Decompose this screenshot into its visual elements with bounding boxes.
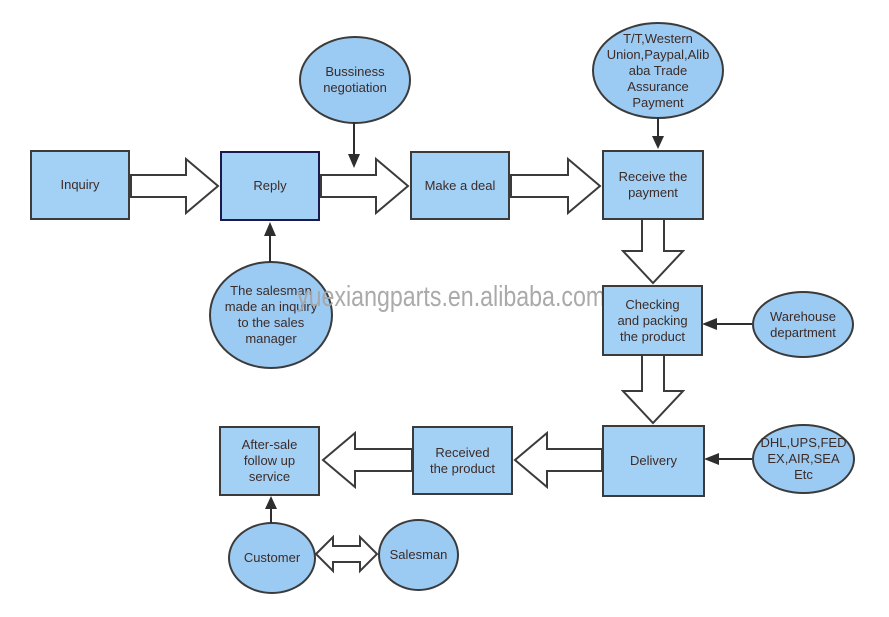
node-reply-label: Reply xyxy=(253,178,287,193)
block-arrow-payment-to-checking-icon xyxy=(621,219,685,285)
node-salesman-label: Salesman xyxy=(389,547,448,562)
arrow-paymentmethods-down-icon xyxy=(652,117,664,149)
block-arrow-deal-to-payment-icon xyxy=(510,157,602,215)
node-shipping-methods-label: DHL,UPS,FED EX,AIR,SEA Etc xyxy=(760,435,847,482)
node-reply: Reply xyxy=(220,151,320,221)
arrow-customer-up-icon xyxy=(265,496,277,523)
node-received-product: Received the product xyxy=(412,426,513,495)
node-salesman: Salesman xyxy=(378,519,459,591)
node-delivery-label: Delivery xyxy=(630,453,677,468)
node-warehouse-label: Warehouse department xyxy=(770,308,836,340)
node-make-a-deal-label: Make a deal xyxy=(424,177,496,193)
node-shipping-methods: DHL,UPS,FED EX,AIR,SEA Etc xyxy=(752,424,855,494)
node-after-sale-label: After-sale follow up service xyxy=(241,437,298,484)
node-receive-payment: Receive the payment xyxy=(602,150,704,220)
arrow-shipping-left-icon xyxy=(704,453,752,465)
block-arrow-inquiry-to-reply-icon xyxy=(130,157,220,215)
block-arrow-checking-to-delivery-icon xyxy=(621,355,685,425)
node-inquiry-label: Inquiry xyxy=(60,177,100,192)
node-business-negotiation: Bussiness negotiation xyxy=(299,36,411,124)
node-received-product-label: Received the product xyxy=(429,444,496,476)
block-arrow-reply-to-deal-icon xyxy=(320,157,410,215)
arrow-negotiation-down-icon xyxy=(348,122,360,168)
node-checking-packing-label: Checking and packing the product xyxy=(617,296,688,344)
node-make-a-deal: Make a deal xyxy=(410,151,510,220)
arrow-warehouse-left-icon xyxy=(702,318,752,330)
watermark-text: yuexiangparts.en.alibaba.com xyxy=(297,281,606,313)
block-arrow-customer-salesman-icon xyxy=(314,534,379,574)
arrow-salesmaninquiry-up-icon xyxy=(264,222,276,262)
block-arrow-delivery-to-received-icon xyxy=(513,431,603,489)
node-customer: Customer xyxy=(228,522,316,594)
node-delivery: Delivery xyxy=(602,425,705,497)
node-inquiry: Inquiry xyxy=(30,150,130,220)
node-warehouse: Warehouse department xyxy=(752,291,854,358)
node-payment-methods-label: T/T,Western Union,Paypal,Alib aba Trade … xyxy=(606,30,710,110)
node-customer-label: Customer xyxy=(243,550,301,565)
node-checking-packing: Checking and packing the product xyxy=(602,285,703,356)
block-arrow-received-to-aftersale-icon xyxy=(321,431,413,489)
node-salesman-inquiry-label: The salesman made an inquiry to the sale… xyxy=(224,283,318,346)
node-business-negotiation-label: Bussiness negotiation xyxy=(323,64,387,95)
node-after-sale: After-sale follow up service xyxy=(219,426,320,496)
node-payment-methods: T/T,Western Union,Paypal,Alib aba Trade … xyxy=(592,22,724,119)
node-salesman-inquiry: The salesman made an inquiry to the sale… xyxy=(209,261,333,369)
node-receive-payment-label: Receive the payment xyxy=(618,169,688,200)
